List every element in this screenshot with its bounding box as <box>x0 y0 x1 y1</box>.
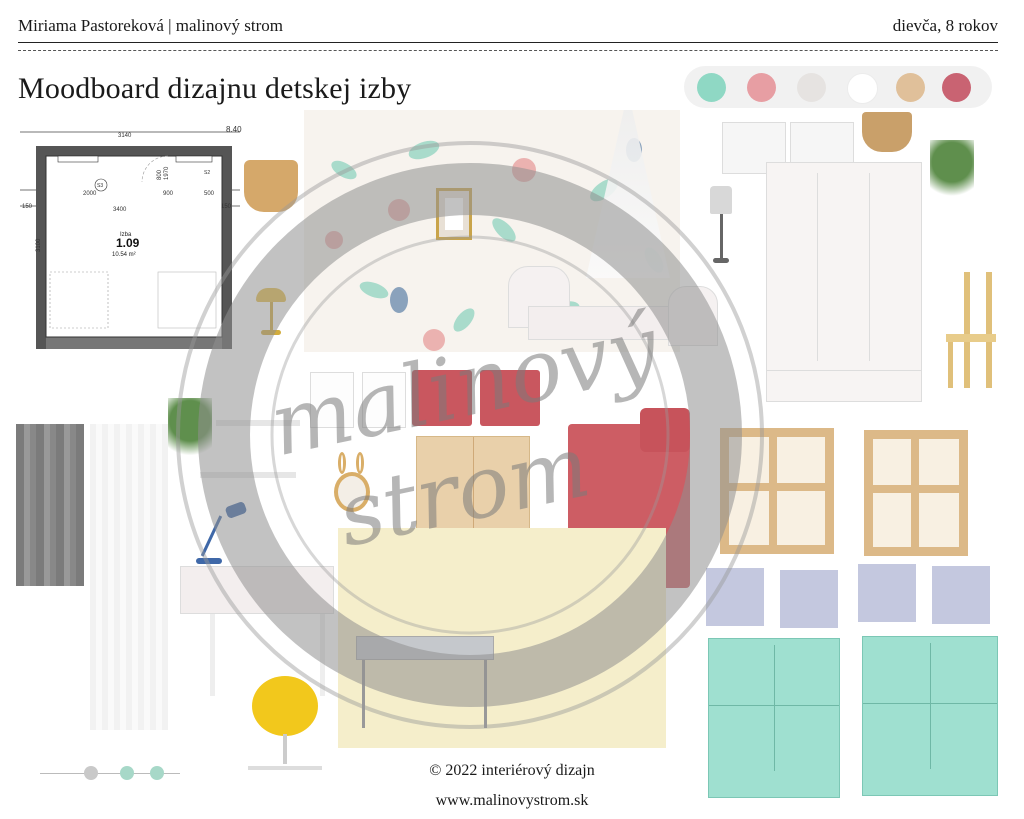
patterned-storage-box <box>706 568 764 626</box>
patterned-storage-box <box>932 566 990 624</box>
white-sheer-curtain <box>90 424 168 730</box>
plan-dimension: S2 <box>204 170 210 176</box>
floor-lamp <box>706 186 736 268</box>
bunny-mirror <box>334 452 370 514</box>
plan-dimension: 3140 <box>118 133 132 139</box>
header-dashed-rule <box>18 50 998 51</box>
palette-swatch <box>797 73 826 102</box>
white-bed <box>508 266 718 356</box>
palette-swatch <box>747 73 776 102</box>
palette-swatch <box>896 73 925 102</box>
floor-plan: 3140 8.40 2000 3400 900 500 150 150 3100… <box>20 125 242 349</box>
website-link[interactable]: www.malinovystrom.sk <box>435 792 589 809</box>
grey-desk <box>356 636 494 728</box>
plan-dimension: 8.40 <box>226 125 242 134</box>
color-palette <box>684 66 992 108</box>
palette-swatch <box>942 73 971 102</box>
grey-curtain <box>16 424 84 586</box>
wall-shelf <box>216 420 300 426</box>
white-wardrobe <box>766 162 922 402</box>
plan-dimension: 1970 <box>164 166 170 180</box>
copyright-note: © 2022 interiérový dizajn <box>429 762 595 779</box>
hanging-plant <box>168 398 212 474</box>
wooden-cube-shelf <box>864 430 968 556</box>
wooden-cube-shelf <box>720 428 834 554</box>
wooden-chair <box>946 272 1004 390</box>
pink-storage-box <box>412 370 472 426</box>
palette-swatch <box>697 73 726 102</box>
room-number: 1.09 <box>116 236 140 250</box>
pink-pillow <box>640 408 690 452</box>
page-title: Moodboard dizajnu detskej izby <box>18 72 412 105</box>
plan-dimension: 3400 <box>113 207 127 213</box>
plan-dimension: 150 <box>22 204 33 210</box>
ball-light-garland <box>40 764 180 784</box>
plan-dimension: 800 <box>157 169 163 180</box>
header-rule <box>18 42 998 43</box>
palette-swatch <box>847 73 878 104</box>
picture-frame <box>436 188 472 240</box>
wall-shelf <box>200 472 296 478</box>
blue-desk-lamp <box>196 500 248 566</box>
plan-dimension: 2000 <box>83 191 97 197</box>
room-area: 10.54 m² <box>112 252 136 258</box>
mint-locker-cabinet <box>862 636 998 796</box>
client-info: dievča, 8 rokov <box>892 16 998 35</box>
patterned-storage-box <box>780 570 838 628</box>
framed-print <box>310 372 354 428</box>
pink-storage-box <box>480 370 540 426</box>
plan-dimension: 900 <box>163 191 174 197</box>
plan-dimension: 500 <box>204 191 215 197</box>
hanging-plant <box>930 140 974 214</box>
room-label: Izba <box>120 232 132 238</box>
plan-dimension: 3100 <box>36 238 42 252</box>
plan-dimension: S3 <box>97 183 103 189</box>
patterned-storage-box <box>858 564 916 622</box>
woven-basket <box>862 112 912 152</box>
framed-print <box>362 372 406 428</box>
plan-dimension: 150 <box>221 204 232 210</box>
mushroom-table-lamp <box>256 288 286 338</box>
rattan-pendant-lamp <box>244 160 298 212</box>
designer-name: Miriama Pastoreková | malinový strom <box>18 16 283 35</box>
